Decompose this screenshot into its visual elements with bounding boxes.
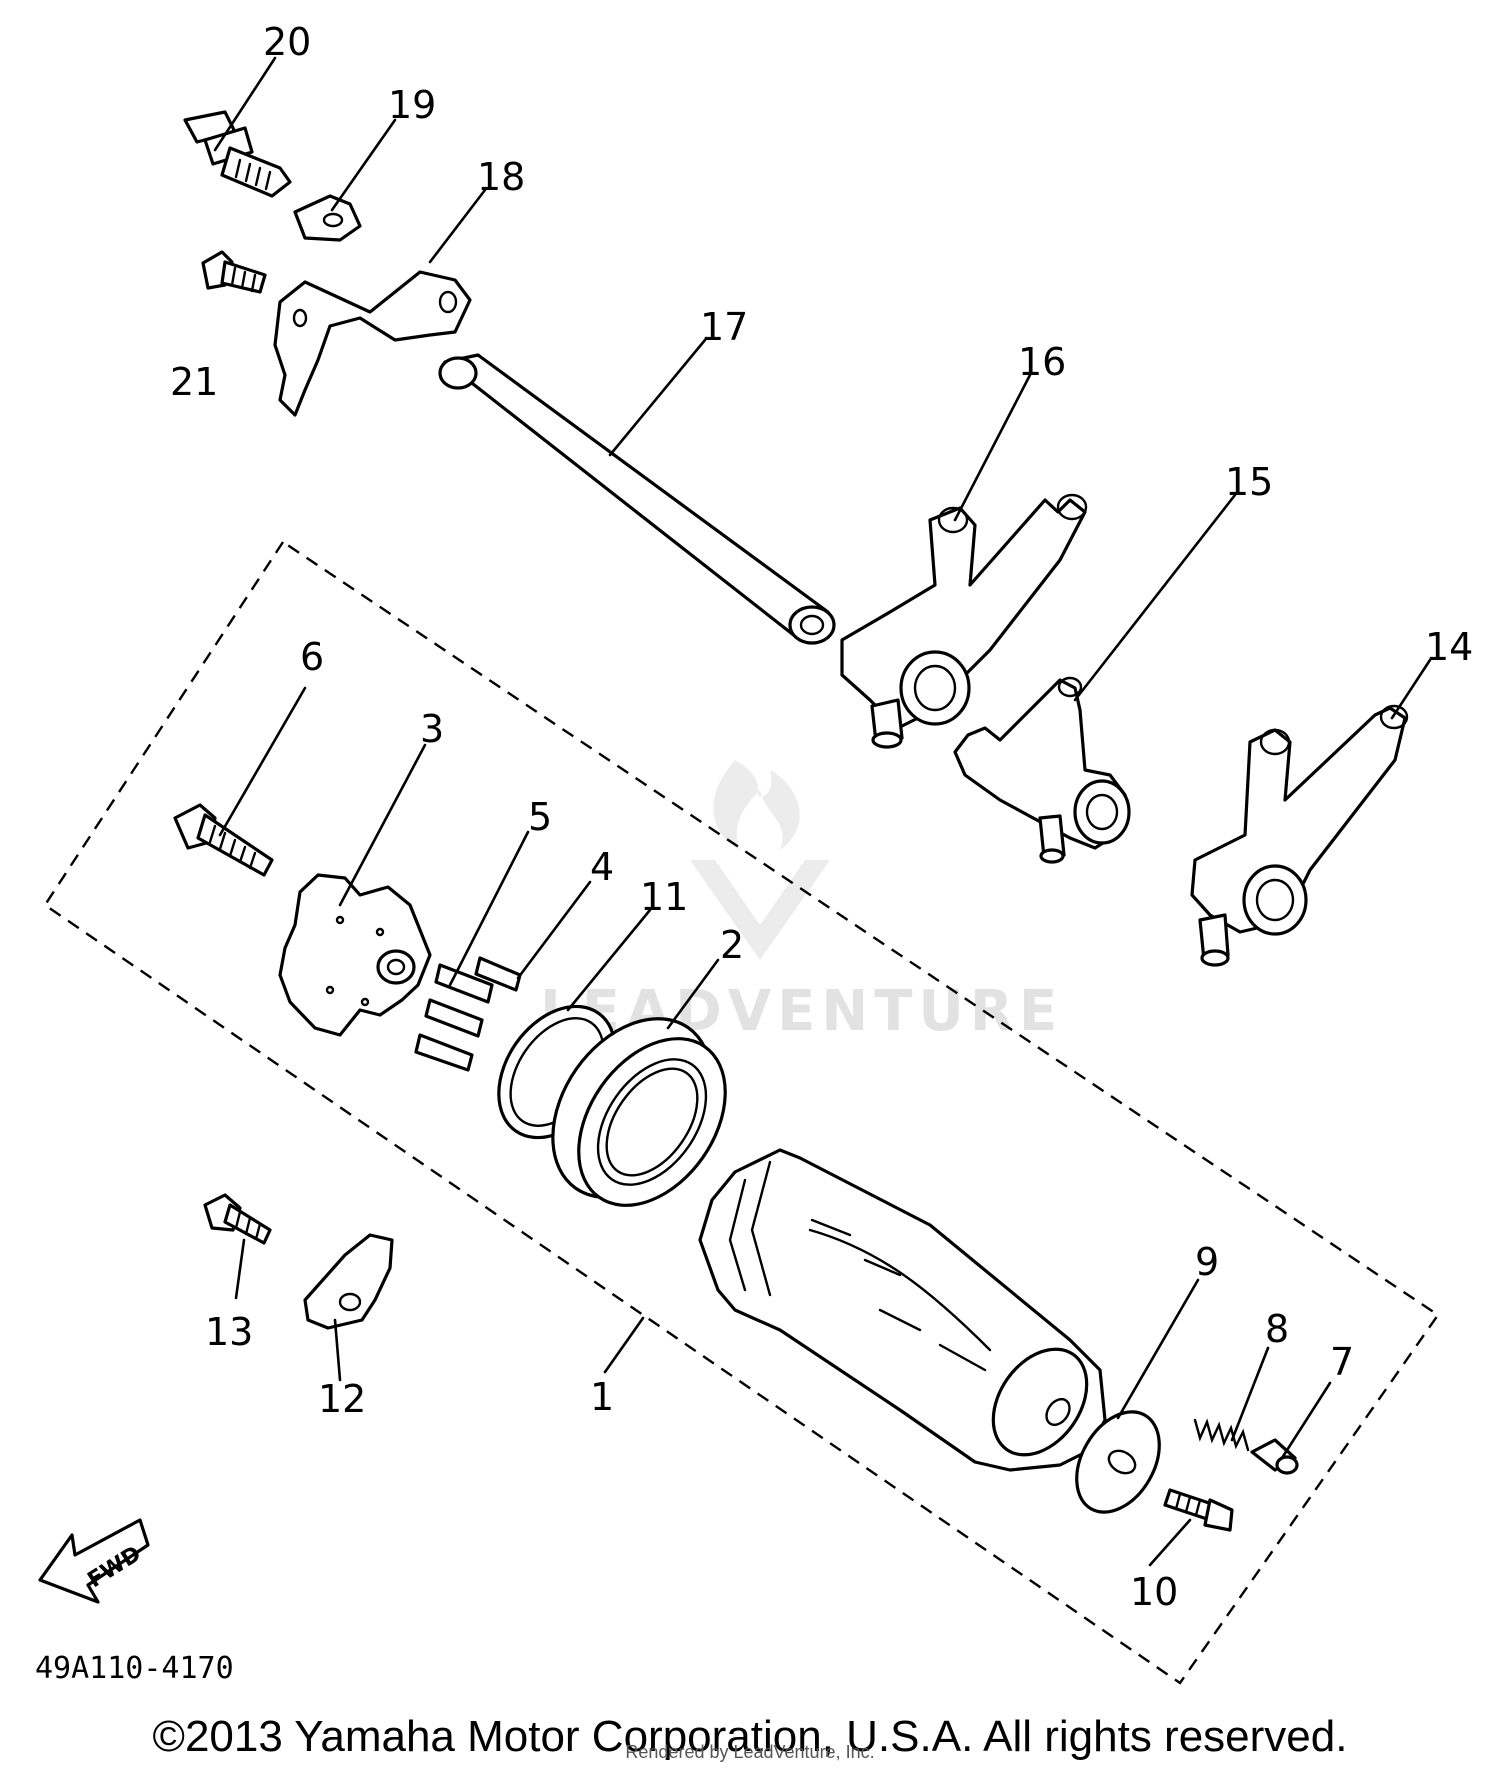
part-2-bearing [551, 1017, 727, 1207]
callout-10: 10 [1130, 1570, 1178, 1614]
part-21-screw [201, 250, 267, 294]
rendered-by-note: Rendered by LeadVenture, Inc. [625, 1742, 875, 1762]
part-5-pins [414, 963, 494, 1072]
callout-1: 1 [590, 1375, 614, 1419]
part-14-shift-fork [1190, 704, 1409, 967]
callout-18: 18 [477, 155, 525, 199]
callout-9: 9 [1195, 1240, 1219, 1284]
callout-6: 6 [300, 635, 324, 679]
callout-4: 4 [590, 845, 614, 889]
callout-2: 2 [720, 923, 744, 967]
copyright-notice: ©2013 Yamaha Motor Corporation, U.S.A. A… [152, 1712, 1348, 1761]
callout-19: 19 [388, 83, 436, 127]
part-17-shaft [438, 353, 836, 645]
part-16-shift-fork [840, 493, 1088, 749]
part-3-segment [278, 873, 432, 1037]
diagram-code: 49A110-4170 [35, 1651, 234, 1686]
part-15-shift-fork [953, 676, 1131, 864]
callout-13: 13 [205, 1310, 253, 1354]
callout-15: 15 [1225, 460, 1273, 504]
part-13-bolt [203, 1193, 272, 1245]
part-18-bracket [273, 270, 472, 417]
part-12-stopper-lever [303, 1233, 394, 1330]
assembly-boundary [43, 540, 1440, 1685]
callout-5: 5 [528, 795, 552, 839]
part-7-plunger [1250, 1438, 1299, 1475]
part-20-bolt [183, 110, 292, 198]
part-6-bolt [173, 803, 274, 877]
callout-17: 17 [700, 305, 748, 349]
callout-3: 3 [420, 707, 444, 751]
callout-16: 16 [1018, 340, 1066, 384]
fwd-arrow-icon: FWD [38, 1518, 150, 1604]
callout-11: 11 [640, 875, 688, 919]
part-4-pin [474, 956, 522, 992]
leader-lines [213, 56, 1432, 1567]
part-8-spring [1193, 1418, 1250, 1452]
watermark: LEADVENTURE [540, 760, 1057, 1044]
callout-21: 21 [170, 360, 218, 404]
part-9-plate [1075, 1410, 1161, 1514]
callout-20: 20 [263, 20, 311, 64]
part-10-bolt [1163, 1488, 1234, 1532]
callout-12: 12 [318, 1377, 366, 1421]
part-1-shift-drum [698, 1148, 1107, 1472]
callout-8: 8 [1265, 1307, 1289, 1351]
part-19-plate [293, 194, 362, 242]
callout-14: 14 [1425, 625, 1473, 669]
callout-7: 7 [1330, 1340, 1354, 1384]
callout-labels: 20 19 18 21 17 16 15 14 6 3 5 4 11 2 9 8… [170, 20, 1473, 1614]
